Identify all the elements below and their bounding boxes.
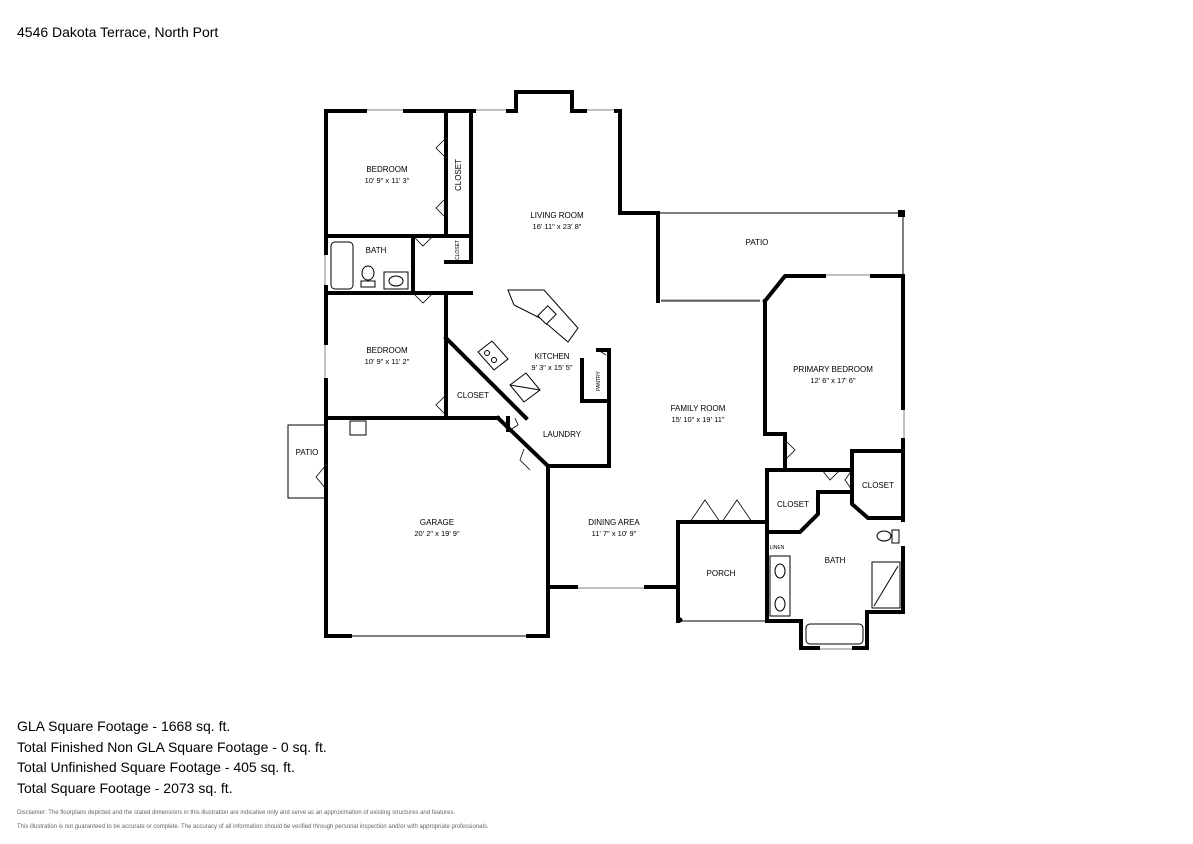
- fixtures: [330, 241, 901, 645]
- primary-bedroom-dims: 12' 6" x 17' 6": [810, 376, 856, 385]
- linen-label: LINEN: [770, 545, 785, 551]
- bedroom2-label: BEDROOM: [366, 346, 408, 355]
- garage-label: GARAGE: [420, 518, 454, 527]
- family-room-label: FAMILY ROOM: [671, 404, 726, 413]
- bath2-label: BATH: [825, 556, 846, 565]
- kitchen-label: KITCHEN: [534, 352, 569, 361]
- disclaimer-line-2: This illustration is not guaranteed to b…: [17, 824, 489, 830]
- unfinished-footage: Total Unfinished Square Footage - 405 sq…: [17, 759, 295, 775]
- closet-primary2-label: CLOSET: [862, 481, 894, 490]
- bedroom2-dims: 10' 9" x 11' 2": [365, 357, 410, 366]
- bedroom1-label: BEDROOM: [366, 165, 408, 174]
- side-patio-outline: [287, 424, 326, 499]
- interior-walls: [324, 109, 905, 534]
- family-room-dims: 15' 10" x 19' 11": [671, 415, 724, 424]
- patio-main-label: PATIO: [746, 238, 769, 247]
- primary-bedroom-label: PRIMARY BEDROOM: [793, 365, 873, 374]
- patio-side-label: PATIO: [296, 448, 319, 457]
- disclaimer: Disclaimer: The floorplans depicted and …: [17, 806, 489, 834]
- windows: [323, 108, 906, 651]
- total-footage: Total Square Footage - 2073 sq. ft.: [17, 779, 233, 796]
- main-patio-outline: [657, 210, 905, 302]
- closet-primary1-label: CLOSET: [777, 500, 809, 509]
- doors: [315, 137, 853, 523]
- closet-mid-label: CLOSET: [457, 391, 489, 400]
- finished-non-gla-footage: Total Finished Non GLA Square Footage - …: [17, 738, 327, 755]
- dining-area-label: DINING AREA: [588, 518, 640, 527]
- bedroom1-dims: 10' 9" x 11' 3": [365, 176, 410, 185]
- gla-footage: GLA Square Footage - 1668 sq. ft.: [17, 718, 231, 734]
- living-room-label: LIVING ROOM: [530, 211, 584, 220]
- garage-dims: 20' 2" x 19' 9": [414, 529, 460, 538]
- kitchen-dims: 9' 3" x 15' 5": [531, 363, 572, 372]
- address-title: 4546 Dakota Terrace, North Port: [17, 24, 219, 40]
- disclaimer-line-1: Disclaimer: The floorplans depicted and …: [17, 810, 456, 816]
- porch-outline: [677, 617, 765, 623]
- pantry-label: PANTRY: [596, 370, 602, 390]
- living-room-dims: 16' 11" x 23' 8": [533, 222, 582, 231]
- closet-top-label: CLOSET: [454, 159, 463, 191]
- porch-label: PORCH: [707, 569, 736, 578]
- bath1-label: BATH: [366, 246, 387, 255]
- dining-area-dims: 11' 7" x 10' 9": [592, 529, 637, 538]
- closet-small-label: CLOSET: [455, 240, 461, 260]
- laundry-label: LAUNDRY: [543, 430, 582, 439]
- square-footage-summary: GLA Square Footage - 1668 sq. ft. Total …: [17, 716, 327, 798]
